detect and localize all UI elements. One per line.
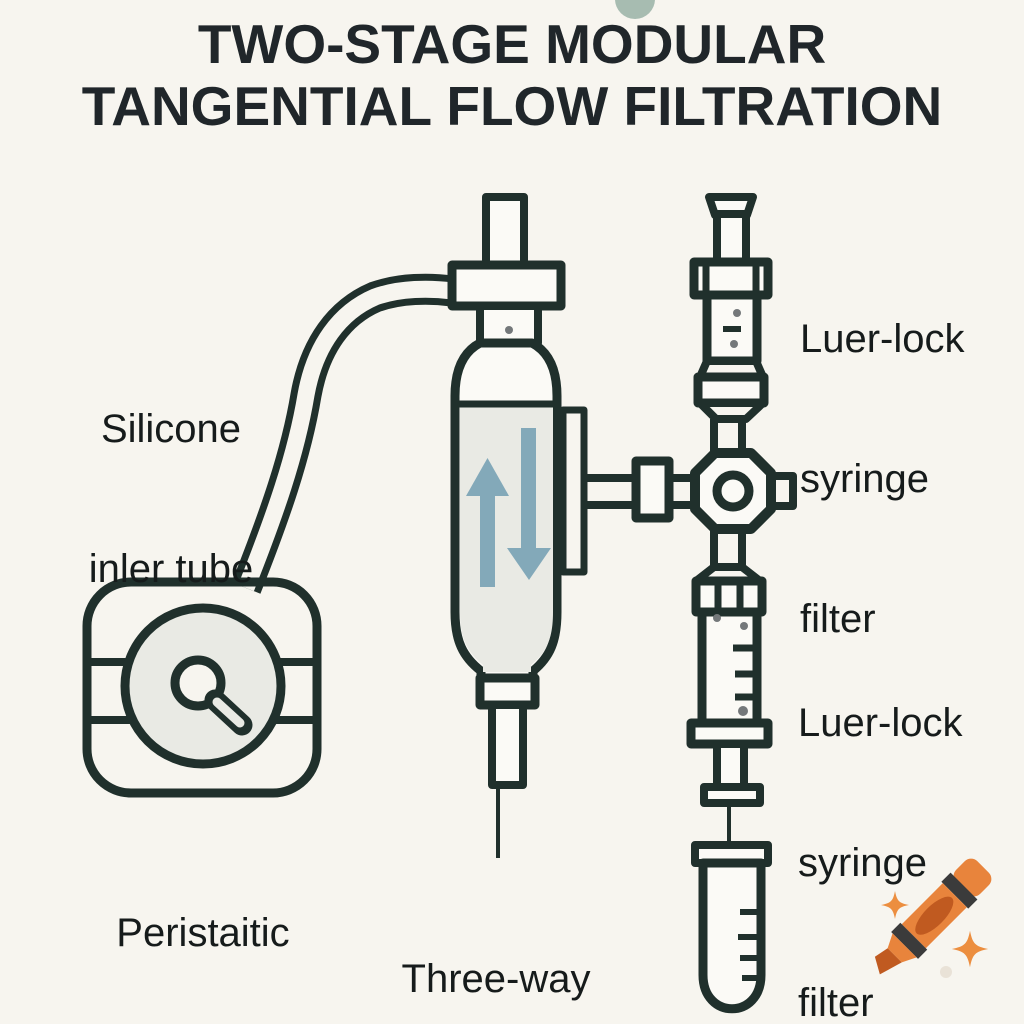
accent-dot [615, 0, 655, 19]
sparkle-icon [951, 930, 989, 968]
column-cap [447, 260, 566, 311]
filter-top-housing [702, 290, 762, 366]
column-neck [476, 302, 542, 347]
filter-bottom-housing [697, 607, 762, 728]
silicone-tube [231, 273, 455, 594]
filter-bottom-end-flange [700, 783, 764, 807]
sparkle-icon [881, 891, 909, 919]
syringe-filter-bottom-shape [686, 563, 773, 846]
peristaltic-pump-shape [82, 577, 322, 798]
diagram-title: TWO-STAGE MODULAR TANGENTIAL FLOW FILTRA… [12, 13, 1012, 137]
column-top-port [482, 193, 528, 273]
column-outlet-collar [475, 673, 540, 710]
pipe-fitting [631, 456, 674, 523]
column-membrane-area [460, 407, 553, 672]
tff-column-shape [447, 193, 588, 858]
label-peristaltic-pump: Peristaitic pump [116, 910, 290, 955]
filter-bottom-collar [691, 576, 767, 617]
collection-tube-shape [691, 841, 772, 1014]
crayon-icon [874, 858, 992, 978]
downflow-arrow [507, 428, 551, 580]
connector-pipe [584, 456, 697, 523]
filter-top-barrel [713, 210, 750, 266]
title-line-1: TWO-STAGE MODULAR [197, 13, 827, 75]
column-side-panel [559, 406, 588, 576]
filter-bottom-tube [713, 740, 748, 791]
three-way-valve-shape [690, 419, 797, 568]
valve-center-port [712, 470, 754, 512]
syringe-filter-top-shape [689, 193, 773, 423]
label-silicone-tube: Silicone inler tube [88, 406, 254, 591]
upflow-arrow [466, 458, 509, 587]
label-syringe-filter-top: Luer-lock syringe filter [800, 316, 965, 642]
label-three-way-valve: Three-way valve [401, 956, 591, 1001]
label-syringe-filter-bottom: Luer-lock syringe filter [798, 700, 963, 1024]
title-line-2: TANGENTIAL FLOW FILTRATION [81, 74, 943, 137]
column-outlet-tube [488, 701, 527, 789]
